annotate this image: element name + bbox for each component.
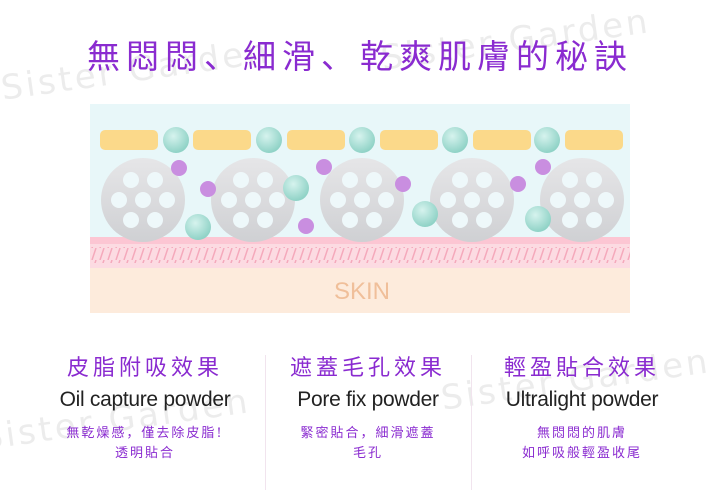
column-title: 遮蓋毛孔效果 <box>289 356 446 381</box>
teal-powder-particle <box>525 206 551 232</box>
pore-hole <box>574 192 590 208</box>
oil-particle <box>100 130 158 150</box>
skin-label: SKIN <box>334 278 390 305</box>
column-subtitle: Pore fix powder <box>297 388 439 411</box>
page-title: 無悶悶、細滑、乾爽肌膚的秘訣 <box>87 37 633 76</box>
pore-hole <box>354 192 370 208</box>
pore-hole <box>123 172 139 188</box>
purple-powder-particle <box>510 176 526 192</box>
teal-powder-particle <box>412 201 438 227</box>
pore-hole <box>464 192 480 208</box>
divider <box>265 355 266 490</box>
purple-powder-particle <box>395 176 411 192</box>
oil-particle <box>287 130 345 150</box>
purple-powder-particle <box>535 159 551 175</box>
column-subtitle: Oil capture powder <box>59 388 231 411</box>
purple-powder-particle <box>200 181 216 197</box>
teal-powder-particle <box>349 127 375 153</box>
pore-hole <box>257 172 273 188</box>
pore-hole <box>598 192 614 208</box>
pore-hole <box>488 192 504 208</box>
oil-particle <box>565 130 623 150</box>
teal-powder-particle <box>185 214 211 240</box>
oil-particle <box>473 130 531 150</box>
pore-hole <box>123 212 139 228</box>
pore-hole <box>440 192 456 208</box>
pore-hole <box>452 172 468 188</box>
pore-hole <box>586 212 602 228</box>
pore-hole <box>330 192 346 208</box>
pore-hole <box>245 192 261 208</box>
pore-hole <box>342 212 358 228</box>
pore-hole <box>378 192 394 208</box>
teal-powder-particle <box>283 175 309 201</box>
column-oil-capture: 皮脂附吸效果 Oil capture powder 無乾燥感，僅去除皮脂!透明貼… <box>35 350 255 464</box>
column-description: 無悶悶的肌膚如呼吸般輕盈收尾 <box>521 426 642 461</box>
column-pore-fix: 遮蓋毛孔效果 Pore fix powder 緊密貼合，細滑遮蓋毛孔 <box>258 350 478 464</box>
skin-layer <box>90 268 630 313</box>
oil-particle <box>380 130 438 150</box>
pore-hole <box>586 172 602 188</box>
pore-hole <box>366 172 382 188</box>
teal-powder-particle <box>534 127 560 153</box>
pore-hole <box>476 172 492 188</box>
pore-hole <box>147 172 163 188</box>
pore-hole <box>366 212 382 228</box>
teal-powder-particle <box>256 127 282 153</box>
column-description: 緊密貼合，細滑遮蓋毛孔 <box>300 426 436 461</box>
pore-hole <box>562 212 578 228</box>
column-subtitle: Ultralight powder <box>505 388 659 411</box>
pore-hole <box>476 212 492 228</box>
purple-powder-particle <box>298 218 314 234</box>
pore-hole <box>233 212 249 228</box>
pore-hole <box>452 212 468 228</box>
skin-powder-diagram: SKIN <box>90 104 630 313</box>
column-title: 皮脂附吸效果 <box>66 356 223 381</box>
pore-hole <box>159 192 175 208</box>
pore-hole <box>269 192 285 208</box>
teal-powder-particle <box>442 127 468 153</box>
pore-hole <box>147 212 163 228</box>
purple-powder-particle <box>316 159 332 175</box>
divider <box>471 355 472 490</box>
column-description: 無乾燥感，僅去除皮脂!透明貼合 <box>66 426 224 461</box>
pore-hole <box>111 192 127 208</box>
oil-particle <box>193 130 251 150</box>
pore-hole <box>233 172 249 188</box>
pore-hole <box>562 172 578 188</box>
pore-hole <box>135 192 151 208</box>
pore-hole <box>257 212 273 228</box>
teal-powder-particle <box>163 127 189 153</box>
column-title: 輕盈貼合效果 <box>503 356 660 381</box>
pore-hole <box>342 172 358 188</box>
purple-powder-particle <box>171 160 187 176</box>
column-ultralight: 輕盈貼合效果 Ultralight powder 無悶悶的肌膚如呼吸般輕盈收尾 <box>472 350 692 464</box>
pore-hole <box>221 192 237 208</box>
pore-hole <box>550 192 566 208</box>
